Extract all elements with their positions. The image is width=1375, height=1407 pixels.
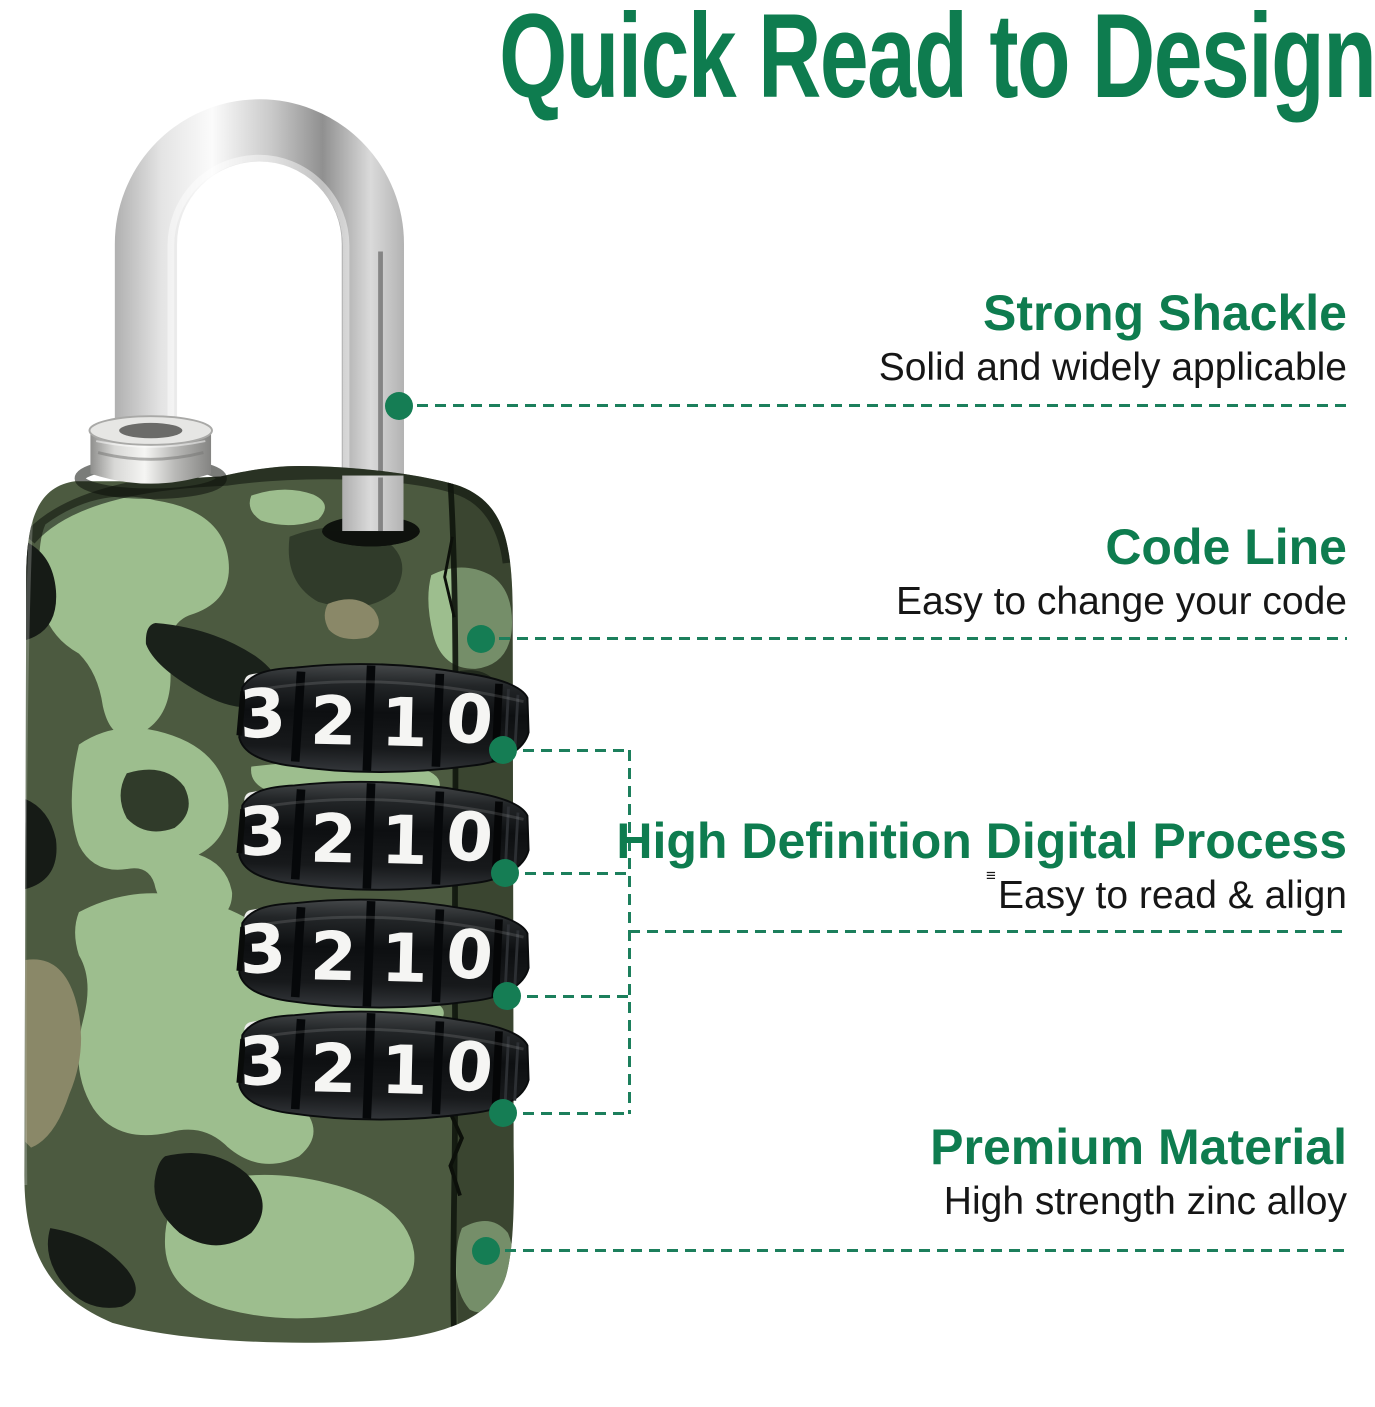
dial-2[interactable]: 3 2 1 0 [235, 779, 530, 893]
dial-digit: 2 [309, 1029, 357, 1108]
callout-dot-shackle [385, 392, 413, 420]
callout-dot-dial-1 [489, 736, 517, 764]
dial-1[interactable]: 3 2 1 0 [235, 661, 530, 775]
callout-dot-code-line [467, 625, 495, 653]
dial-digit: 2 [309, 682, 357, 761]
section-strong-shackle: Strong Shackle Solid and widely applicab… [879, 286, 1347, 390]
section-heading: Strong Shackle [983, 285, 1347, 341]
dial-digit: 3 [237, 1021, 287, 1101]
dial-3[interactable]: 3 2 1 0 [235, 897, 530, 1011]
dial-4[interactable]: 3 2 1 0 [235, 1009, 530, 1123]
section-premium-material: Premium Material High strength zinc allo… [930, 1120, 1347, 1224]
seam-crack [448, 1114, 465, 1197]
leader-line-premium-material [487, 1249, 1347, 1252]
leader-line-high-definition [629, 930, 1347, 933]
lock-body [24, 465, 514, 1343]
section-subtitle: ≡ Easy to read & align [616, 867, 1347, 918]
leader-line-code-line [481, 637, 1347, 640]
dial-digit: 0 [443, 796, 497, 878]
section-subtitle: High strength zinc alloy [943, 1180, 1347, 1223]
section-subtitle: Easy to change your code [896, 580, 1347, 623]
section-high-definition: High Definition Digital Process ≡ Easy t… [616, 814, 1347, 918]
callout-dot-dial-3 [493, 982, 521, 1010]
side-face-shading [447, 469, 514, 1341]
section-heading: Premium Material [930, 1119, 1347, 1175]
dial-digit: 1 [380, 919, 428, 998]
shackle-right-leg [342, 475, 404, 532]
dial-digit: 2 [309, 799, 357, 878]
dial-digit: 0 [443, 914, 497, 996]
dial-digit: 1 [380, 801, 428, 880]
page-title: Quick Read to Design [498, 0, 1375, 123]
section-subtitle: Solid and widely applicable [878, 346, 1347, 389]
bracket-connector-dial-3 [509, 995, 631, 998]
leader-line-strong-shackle [399, 404, 1347, 407]
callout-dot-material [472, 1237, 500, 1265]
callout-dot-dial-4 [489, 1099, 517, 1127]
bracket-connector-dial-1 [505, 749, 631, 752]
dial-digit: 2 [309, 917, 357, 996]
dial-digit: 0 [443, 679, 497, 761]
dial-digit: 3 [237, 792, 287, 872]
dial-digit: 0 [443, 1026, 497, 1108]
dial-digit: 3 [237, 674, 287, 754]
padlock-illustration: 3 2 1 0 3 2 1 0 [24, 99, 530, 1343]
bracket-vertical-line [628, 750, 631, 1114]
section-heading: Code Line [1105, 519, 1347, 575]
dial-digit: 1 [380, 683, 428, 762]
bracket-connector-dial-2 [507, 872, 631, 875]
shackle-collar [74, 415, 227, 499]
section-heading: High Definition Digital Process [616, 813, 1347, 869]
section-subtitle-text: Easy to read & align [997, 874, 1347, 917]
section-code-line: Code Line Easy to change your code [896, 520, 1347, 624]
superscript-mark: ≡ [986, 866, 996, 885]
bracket-connector-dial-4 [505, 1112, 631, 1115]
callout-dot-dial-2 [491, 859, 519, 887]
dial-digit: 1 [380, 1031, 428, 1110]
dial-digit: 3 [237, 909, 287, 989]
